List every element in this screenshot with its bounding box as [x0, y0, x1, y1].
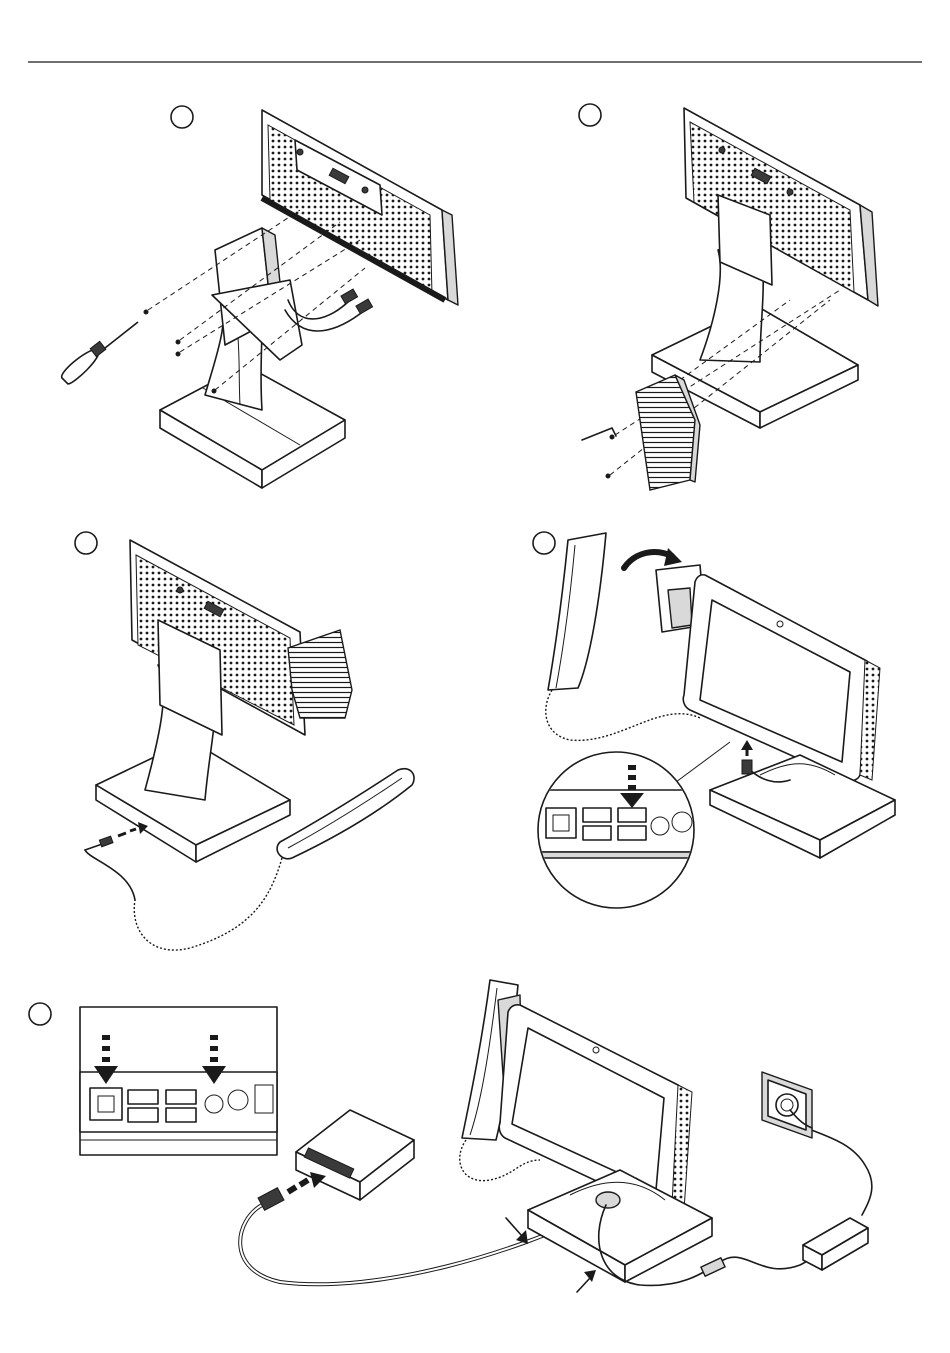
monitor-back [262, 110, 458, 305]
usb-cables [285, 289, 373, 331]
telephone-handset [277, 769, 414, 859]
step-5-marker [29, 1003, 51, 1025]
rotate-arrow-icon [624, 548, 682, 568]
step-3-panel [75, 532, 414, 950]
step-4-panel [533, 532, 895, 908]
step-1-panel [62, 106, 458, 488]
monitor-front [683, 575, 880, 781]
monitor-back [130, 540, 305, 735]
monitor-back [684, 108, 878, 306]
step-2-marker [579, 104, 601, 126]
usb-port-zoom-callout [536, 742, 730, 908]
telephone-handset [548, 533, 606, 690]
port-detail-inset [80, 1007, 277, 1155]
power-adapter [803, 1218, 868, 1270]
step-1-marker [171, 106, 193, 128]
wall-outlet [762, 1072, 812, 1138]
screwdriver-icon [62, 322, 138, 384]
coiled-cord [546, 690, 700, 740]
step-4-marker [533, 532, 555, 554]
step-2-panel [579, 104, 878, 490]
step-5-panel [29, 980, 872, 1292]
step-3-marker [75, 532, 97, 554]
